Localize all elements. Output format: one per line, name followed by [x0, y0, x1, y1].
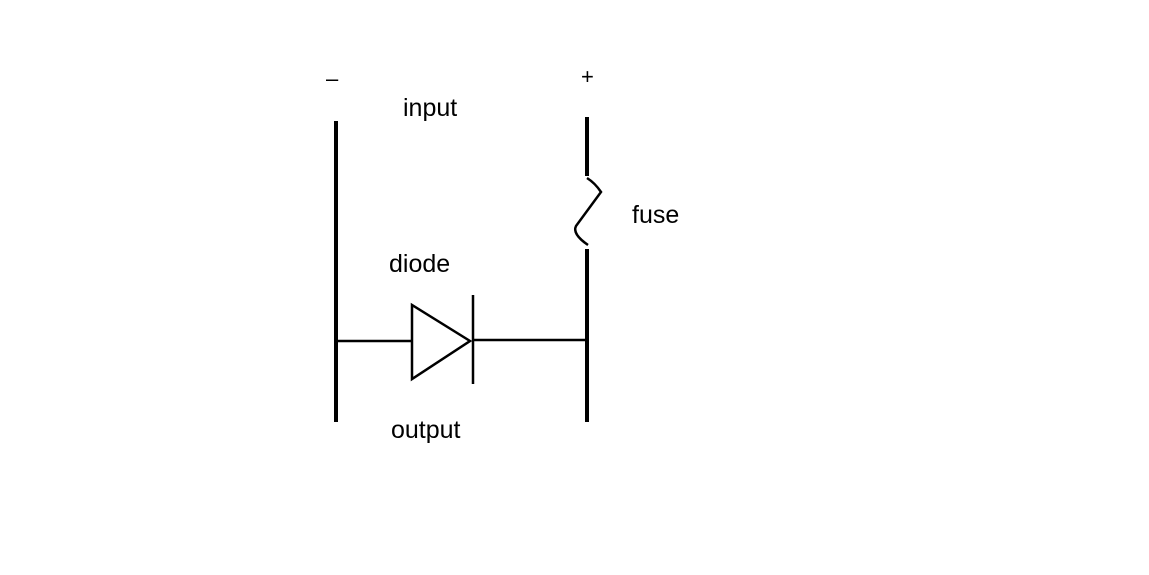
diode-triangle [410, 302, 473, 382]
output-label: output [391, 416, 461, 444]
fuse-symbol [574, 176, 603, 247]
diode-label: diode [389, 250, 451, 278]
positive-terminal-label: + [581, 64, 594, 89]
input-label: input [403, 94, 458, 122]
negative-terminal-label: – [326, 66, 339, 91]
fuse-label: fuse [632, 201, 680, 229]
